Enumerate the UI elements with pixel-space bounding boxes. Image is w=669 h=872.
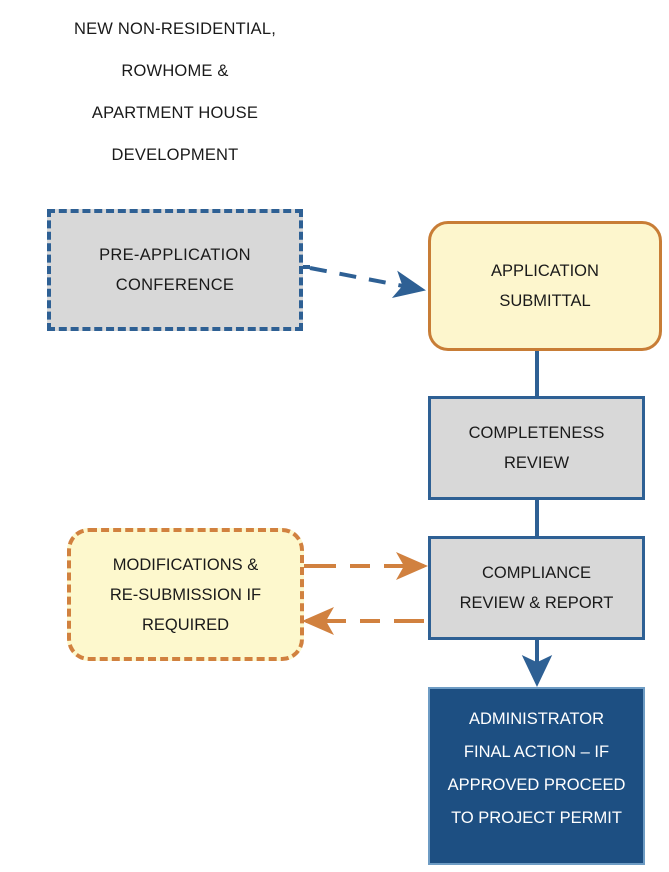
node-administrator-final-action[interactable]: ADMINISTRATOR FINAL ACTION – IF APPROVED… (428, 687, 645, 865)
node-compliance-review-report[interactable]: COMPLIANCE REVIEW & REPORT (428, 536, 645, 640)
title-line-4: DEVELOPMENT (111, 146, 239, 164)
node-application-submittal[interactable]: APPLICATION SUBMITTAL (428, 221, 662, 351)
node-line: APPROVED PROCEED (447, 776, 626, 794)
node-line: APPLICATION (491, 262, 599, 280)
node-line: REVIEW (503, 454, 570, 472)
node-line: MODIFICATIONS & (112, 555, 259, 574)
node-pre-application-conference[interactable]: PRE-APPLICATION CONFERENCE (47, 209, 303, 331)
node-line: REQUIRED (141, 615, 230, 634)
title-line-2: ROWHOME & (121, 62, 229, 80)
node-line: RE-SUBMISSION IF (109, 585, 262, 604)
node-completeness-review[interactable]: COMPLETENESS REVIEW (428, 396, 645, 500)
diagram-title: NEW NON-RESIDENTIAL, ROWHOME & APARTMENT… (30, 8, 320, 176)
node-line: PRE-APPLICATION (99, 246, 251, 264)
title-line-1: NEW NON-RESIDENTIAL, (73, 20, 277, 38)
node-line: COMPLIANCE (481, 564, 592, 582)
node-line: TO PROJECT PERMIT (451, 809, 622, 827)
node-line: ADMINISTRATOR (468, 710, 605, 728)
node-line: REVIEW & REPORT (459, 594, 614, 612)
node-line: FINAL ACTION – IF (463, 743, 610, 761)
node-line: COMPLETENESS (468, 424, 605, 442)
node-line: SUBMITTAL (499, 292, 591, 310)
edge-preapp-to-appsub (303, 265, 426, 299)
node-modifications-resubmission[interactable]: MODIFICATIONS & RE-SUBMISSION IF REQUIRE… (67, 528, 304, 661)
title-line-3: APARTMENT HOUSE (91, 104, 259, 122)
node-line: CONFERENCE (115, 276, 235, 294)
